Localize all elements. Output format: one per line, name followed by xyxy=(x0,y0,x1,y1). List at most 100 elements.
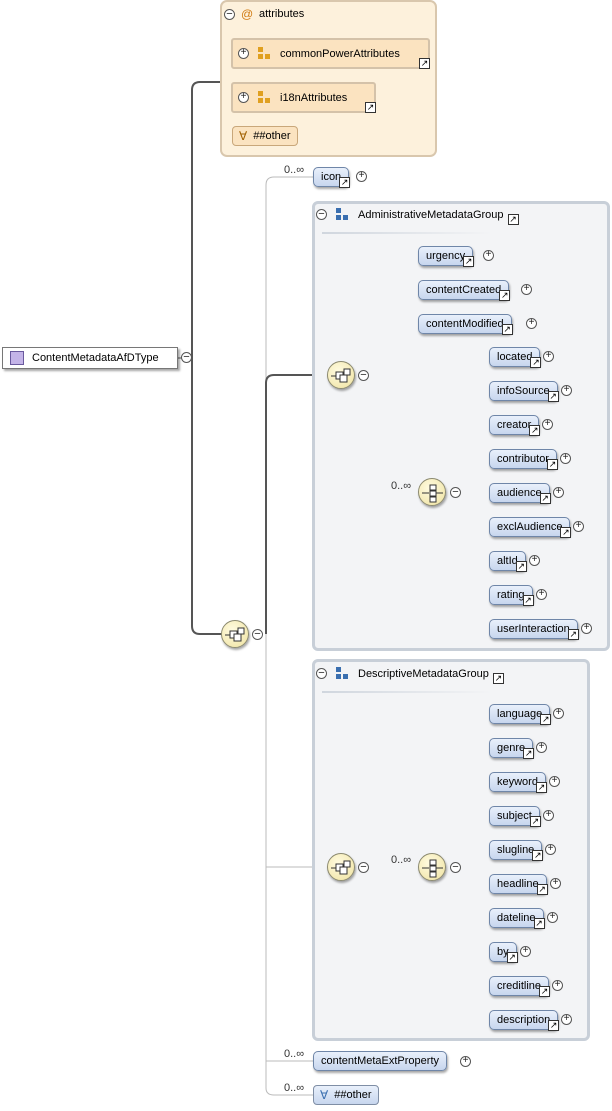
expand-icon[interactable]: + xyxy=(536,589,547,600)
element-urgency[interactable]: urgency ↗ xyxy=(418,246,475,267)
sequence-icon xyxy=(331,860,351,875)
attr-group-common-power[interactable]: + commonPowerAttributes ↗ xyxy=(231,38,430,69)
element-userinteraction[interactable]: userInteraction↗ xyxy=(489,619,579,640)
expand-icon[interactable]: + xyxy=(549,776,560,787)
expand-icon[interactable]: + xyxy=(581,623,592,634)
reference-arrow-icon: ↗ xyxy=(499,290,511,301)
element-label: headline xyxy=(497,878,539,890)
collapse-sequence-icon[interactable]: − xyxy=(252,629,263,640)
attr-group-label: commonPowerAttributes xyxy=(280,47,400,60)
element-creditline[interactable]: creditline↗ xyxy=(489,976,551,997)
cardinality-label: 0..∞ xyxy=(391,854,412,866)
element-language[interactable]: language↗ xyxy=(489,704,552,725)
element-label: exclAudience xyxy=(497,521,563,533)
expand-icon[interactable]: + xyxy=(238,48,249,59)
element-label: keyword xyxy=(497,776,538,788)
element-label: altId xyxy=(497,555,518,567)
collapse-choice-icon[interactable]: − xyxy=(450,487,461,498)
expand-icon[interactable]: + xyxy=(542,419,553,430)
element-content-meta-ext-property[interactable]: contentMetaExtProperty xyxy=(313,1051,448,1071)
collapse-root-icon[interactable]: − xyxy=(181,352,192,363)
complex-type-icon xyxy=(10,351,24,365)
element-slugline[interactable]: slugline↗ xyxy=(489,840,544,861)
element-altid[interactable]: altId↗ xyxy=(489,551,527,572)
expand-icon[interactable]: + xyxy=(545,844,556,855)
expand-icon[interactable]: + xyxy=(483,250,494,261)
reference-arrow-icon: ↗ xyxy=(567,629,579,640)
expand-icon[interactable]: + xyxy=(543,351,554,362)
collapse-sequence-icon[interactable]: − xyxy=(358,370,369,381)
expand-icon[interactable]: + xyxy=(547,912,558,923)
element-subject[interactable]: subject↗ xyxy=(489,806,541,827)
reference-arrow-icon: ↗ xyxy=(533,918,545,929)
element-located[interactable]: located↗ xyxy=(489,347,542,368)
collapse-choice-icon[interactable]: − xyxy=(450,862,461,873)
element-headline[interactable]: headline↗ xyxy=(489,874,548,895)
model-group-icon xyxy=(336,667,349,680)
reference-arrow-icon: ↗ xyxy=(506,952,518,963)
expand-icon[interactable]: + xyxy=(521,284,532,295)
expand-icon[interactable]: + xyxy=(561,1014,572,1025)
expand-icon[interactable]: + xyxy=(356,171,367,182)
expand-icon[interactable]: + xyxy=(552,980,563,991)
element-infosource[interactable]: infoSource↗ xyxy=(489,381,559,402)
reference-arrow-icon: ↗ xyxy=(507,214,519,225)
collapse-group-icon[interactable]: − xyxy=(316,209,327,220)
element-label: slugline xyxy=(497,844,535,856)
choice-compositor-desc[interactable] xyxy=(418,853,446,881)
expand-icon[interactable]: + xyxy=(561,385,572,396)
expand-icon[interactable]: + xyxy=(520,946,531,957)
element-label: subject xyxy=(497,810,532,822)
sequence-compositor-admin[interactable] xyxy=(327,361,355,389)
any-element-label: ##other xyxy=(334,1089,372,1101)
expand-icon[interactable]: + xyxy=(238,92,249,103)
choice-icon xyxy=(422,859,443,878)
element-content-created[interactable]: contentCreated ↗ xyxy=(418,280,511,301)
element-by[interactable]: by↗ xyxy=(489,942,518,963)
reference-arrow-icon: ↗ xyxy=(501,324,513,335)
model-group-icon xyxy=(336,208,349,221)
sequence-icon xyxy=(331,368,351,383)
expand-icon[interactable]: + xyxy=(550,878,561,889)
collapse-sequence-icon[interactable]: − xyxy=(358,862,369,873)
desc-group-header[interactable]: − DescriptiveMetadataGroup ↗ xyxy=(316,667,504,684)
element-content-modified[interactable]: contentModified ↗ xyxy=(418,314,513,335)
administrative-metadata-group xyxy=(312,201,610,651)
element-audience[interactable]: audience↗ xyxy=(489,483,551,504)
any-attribute-other[interactable]: ∀ ##other xyxy=(232,126,298,146)
any-element-other[interactable]: ∀ ##other xyxy=(313,1085,379,1105)
expand-icon[interactable]: + xyxy=(543,810,554,821)
element-icon[interactable]: icon ↗ xyxy=(313,167,351,188)
sequence-compositor-desc[interactable] xyxy=(327,853,355,881)
element-description[interactable]: description↗ xyxy=(489,1010,560,1031)
element-rating[interactable]: rating↗ xyxy=(489,585,534,606)
admin-group-header[interactable]: − AdministrativeMetadataGroup ↗ xyxy=(316,208,519,225)
expand-icon[interactable]: + xyxy=(553,487,564,498)
choice-compositor-admin[interactable] xyxy=(418,478,446,506)
sequence-compositor-main[interactable] xyxy=(221,620,249,648)
collapse-group-icon[interactable]: − xyxy=(316,668,327,679)
reference-arrow-icon: ↗ xyxy=(560,527,572,538)
element-dateline[interactable]: dateline↗ xyxy=(489,908,545,929)
element-label: contributor xyxy=(497,453,549,465)
reference-arrow-icon: ↗ xyxy=(539,493,551,504)
expand-icon[interactable]: + xyxy=(460,1056,471,1067)
root-type-box[interactable]: ContentMetadataAfDType xyxy=(2,347,178,369)
element-exclaudience[interactable]: exclAudience↗ xyxy=(489,517,572,538)
cardinality-label: 0..∞ xyxy=(284,1048,305,1060)
element-genre[interactable]: genre↗ xyxy=(489,738,535,759)
element-keyword[interactable]: keyword↗ xyxy=(489,772,547,793)
expand-icon[interactable]: + xyxy=(536,742,547,753)
attr-group-i18n[interactable]: + i18nAttributes ↗ xyxy=(231,82,376,113)
expand-icon[interactable]: + xyxy=(529,555,540,566)
expand-icon[interactable]: + xyxy=(560,453,571,464)
sequence-icon xyxy=(225,627,245,642)
expand-icon[interactable]: + xyxy=(553,708,564,719)
collapse-attributes-icon[interactable]: − xyxy=(224,9,235,20)
element-creator[interactable]: creator↗ xyxy=(489,415,541,436)
expand-icon[interactable]: + xyxy=(526,318,537,329)
element-label: icon xyxy=(321,171,342,183)
reference-arrow-icon: ↗ xyxy=(419,58,430,69)
expand-icon[interactable]: + xyxy=(573,521,584,532)
element-contributor[interactable]: contributor↗ xyxy=(489,449,558,470)
